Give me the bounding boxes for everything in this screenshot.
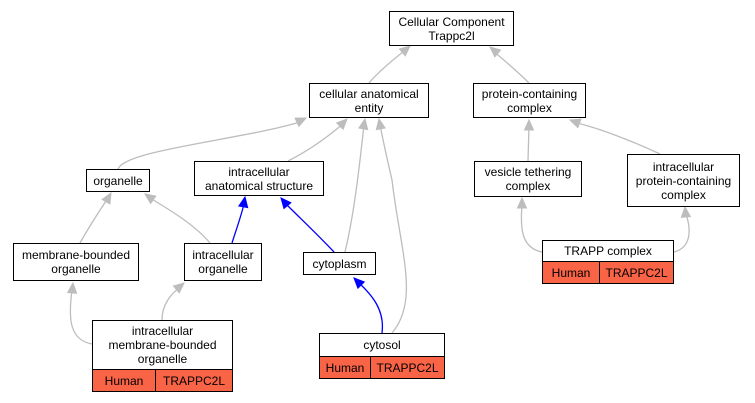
species-cell: Human (325, 360, 365, 375)
arrowhead-cytosol-to-cytoplasm (353, 277, 366, 290)
arrowhead-ias-to-cae (335, 118, 348, 131)
gene-cell: TRAPPC2L (599, 262, 673, 283)
arrowhead-imbo-to-mbo (66, 281, 78, 294)
arrowhead-cytoplasm-to-cae (357, 117, 369, 131)
arrowhead-cae-to-root (398, 45, 411, 57)
edge-cae-to-root (368, 47, 409, 84)
arrowhead-io-to-ias (237, 195, 249, 209)
arrowhead-cytosol-to-cae (375, 117, 387, 131)
edge-io-to-organelle (149, 197, 211, 244)
arrowhead-imbo-to-io (172, 282, 185, 294)
node-label: TRAPP complex (564, 244, 652, 258)
edge-trapp-to-ipcc (673, 213, 690, 253)
node-label: cytosol (363, 338, 401, 352)
node-trapp-complex[interactable]: TRAPP complex Human TRAPPC2L (542, 240, 674, 284)
edge-mbo-to-organelle (79, 197, 109, 244)
annotation-row: Human TRAPPC2L (320, 356, 444, 378)
node-intracellular-protein-containing-complex[interactable]: intracellular protein-containing complex (627, 154, 740, 207)
species-cell: Human (551, 265, 591, 280)
node-cytoplasm[interactable]: cytoplasm (303, 252, 376, 275)
node-intracellular-organelle[interactable]: intracellular organelle (184, 243, 262, 281)
node-label: intracellular membrane-bounded organelle (108, 324, 217, 366)
node-vesicle-tethering-complex[interactable]: vesicle tethering complex (474, 161, 582, 197)
annotation-row: Human TRAPPC2L (543, 261, 673, 283)
edge-cytosol-to-cytoplasm (357, 281, 384, 334)
gene-cell: TRAPPC2L (370, 357, 444, 378)
node-cellular-anatomical-entity[interactable]: cellular anatomical entity (309, 83, 429, 118)
annotation-row: Human TRAPPC2L (93, 369, 232, 391)
edge-imbo-to-mbo (69, 289, 93, 345)
species-cell: Human (104, 373, 144, 388)
arrowhead-trapp-to-vtc (516, 196, 528, 209)
arrowhead-io-to-organelle (144, 193, 157, 205)
arrowhead-organelle-to-cae (294, 117, 308, 128)
edge-pcc-to-root (491, 49, 530, 84)
edge-ipcc-to-pcc (576, 122, 661, 155)
node-cellular-component[interactable]: Cellular Component Trappc2l (389, 11, 514, 46)
node-membrane-bounded-organelle[interactable]: membrane-bounded organelle (13, 243, 139, 281)
edge-cytoplasm-to-ias (285, 203, 335, 253)
edge-imbo-to-io (161, 286, 181, 321)
arrowhead-cytoplasm-to-ias (280, 197, 292, 210)
arrowhead-vtc-to-pcc (523, 118, 535, 131)
node-intracellular-anatomical-structure[interactable]: intracellular anatomical structure (194, 161, 324, 196)
edge-io-to-ias (231, 203, 245, 244)
node-protein-containing-complex[interactable]: protein-containing complex (473, 83, 586, 118)
arrowhead-pcc-to-root (489, 46, 502, 58)
edge-cytosol-to-cae (379, 124, 408, 334)
arrowhead-ipcc-to-pcc (568, 118, 582, 129)
edge-organelle-to-cae (117, 121, 301, 170)
arrowhead-mbo-to-organelle (101, 191, 112, 205)
node-organelle[interactable]: organelle (86, 169, 150, 192)
edge-cytoplasm-to-cae (344, 124, 365, 253)
node-intracellular-membrane-bounded-organelle[interactable]: intracellular membrane-bounded organelle… (92, 320, 233, 392)
arrowhead-trapp-to-ipcc (680, 205, 692, 218)
edge-trapp-to-vtc (520, 204, 543, 253)
edge-ias-to-cae (287, 122, 345, 162)
gene-cell: TRAPPC2L (155, 370, 232, 391)
node-cytosol[interactable]: cytosol Human TRAPPC2L (319, 333, 445, 379)
edge-vtc-to-pcc (527, 125, 530, 162)
